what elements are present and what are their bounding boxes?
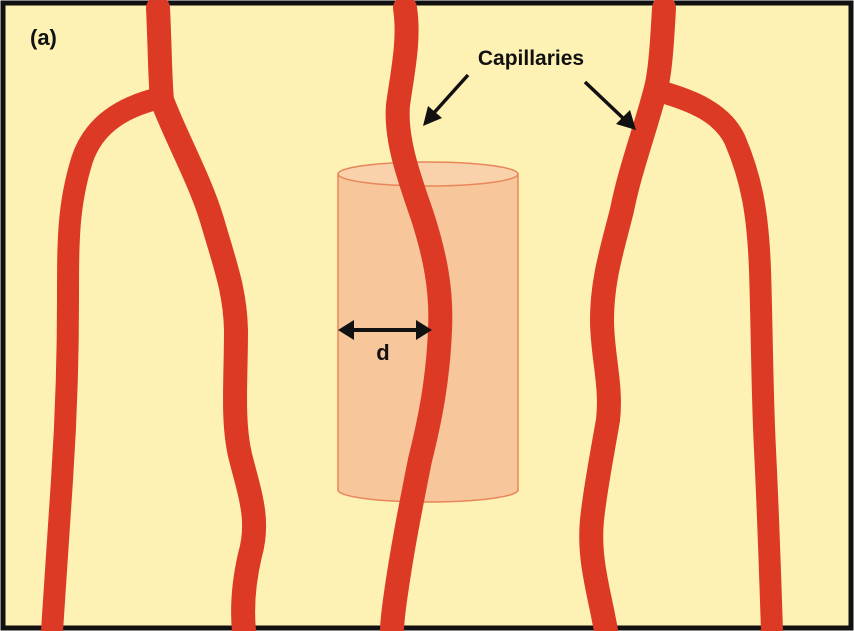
cylinder-top — [338, 162, 518, 186]
diameter-label: d — [376, 340, 389, 365]
panel-label: (a) — [30, 25, 57, 50]
capillaries-label: Capillaries — [478, 47, 584, 70]
